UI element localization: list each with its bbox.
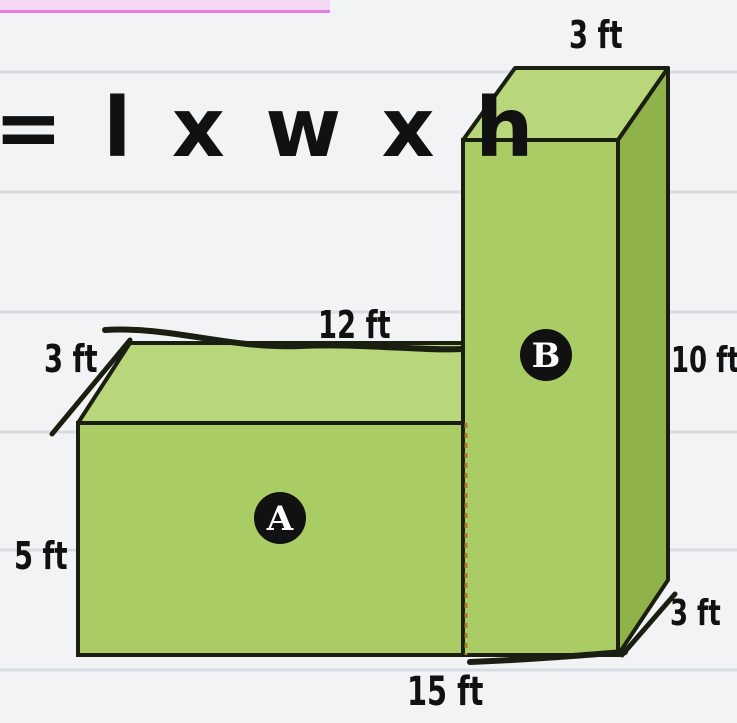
svg-text:B: B <box>532 336 561 376</box>
badge-b: B <box>520 329 572 381</box>
label-b-height: 10 ft <box>671 340 737 381</box>
highlight-bar <box>0 0 330 13</box>
badge-a: A <box>254 492 306 544</box>
prism-b-side-face <box>616 66 670 657</box>
label-a-height: 5 ft <box>14 534 68 578</box>
volume-formula: = l x w x h <box>0 81 540 176</box>
label-b-width: 3 ft <box>569 13 623 57</box>
mark-a-depth <box>49 337 133 437</box>
mark-b-depth <box>619 591 678 658</box>
label-b-depth: 3 ft <box>670 593 721 634</box>
label-a-depth: 3 ft <box>44 337 98 381</box>
prism-a-top-face <box>76 341 465 425</box>
measurement-marks <box>49 326 678 665</box>
mark-base-length <box>467 649 628 665</box>
label-base-length: 15 ft <box>407 669 484 715</box>
prism-b-front-face <box>461 138 620 657</box>
label-a-length: 12 ft <box>318 303 391 347</box>
mark-a-length <box>102 326 465 353</box>
svg-text:A: A <box>266 499 294 539</box>
